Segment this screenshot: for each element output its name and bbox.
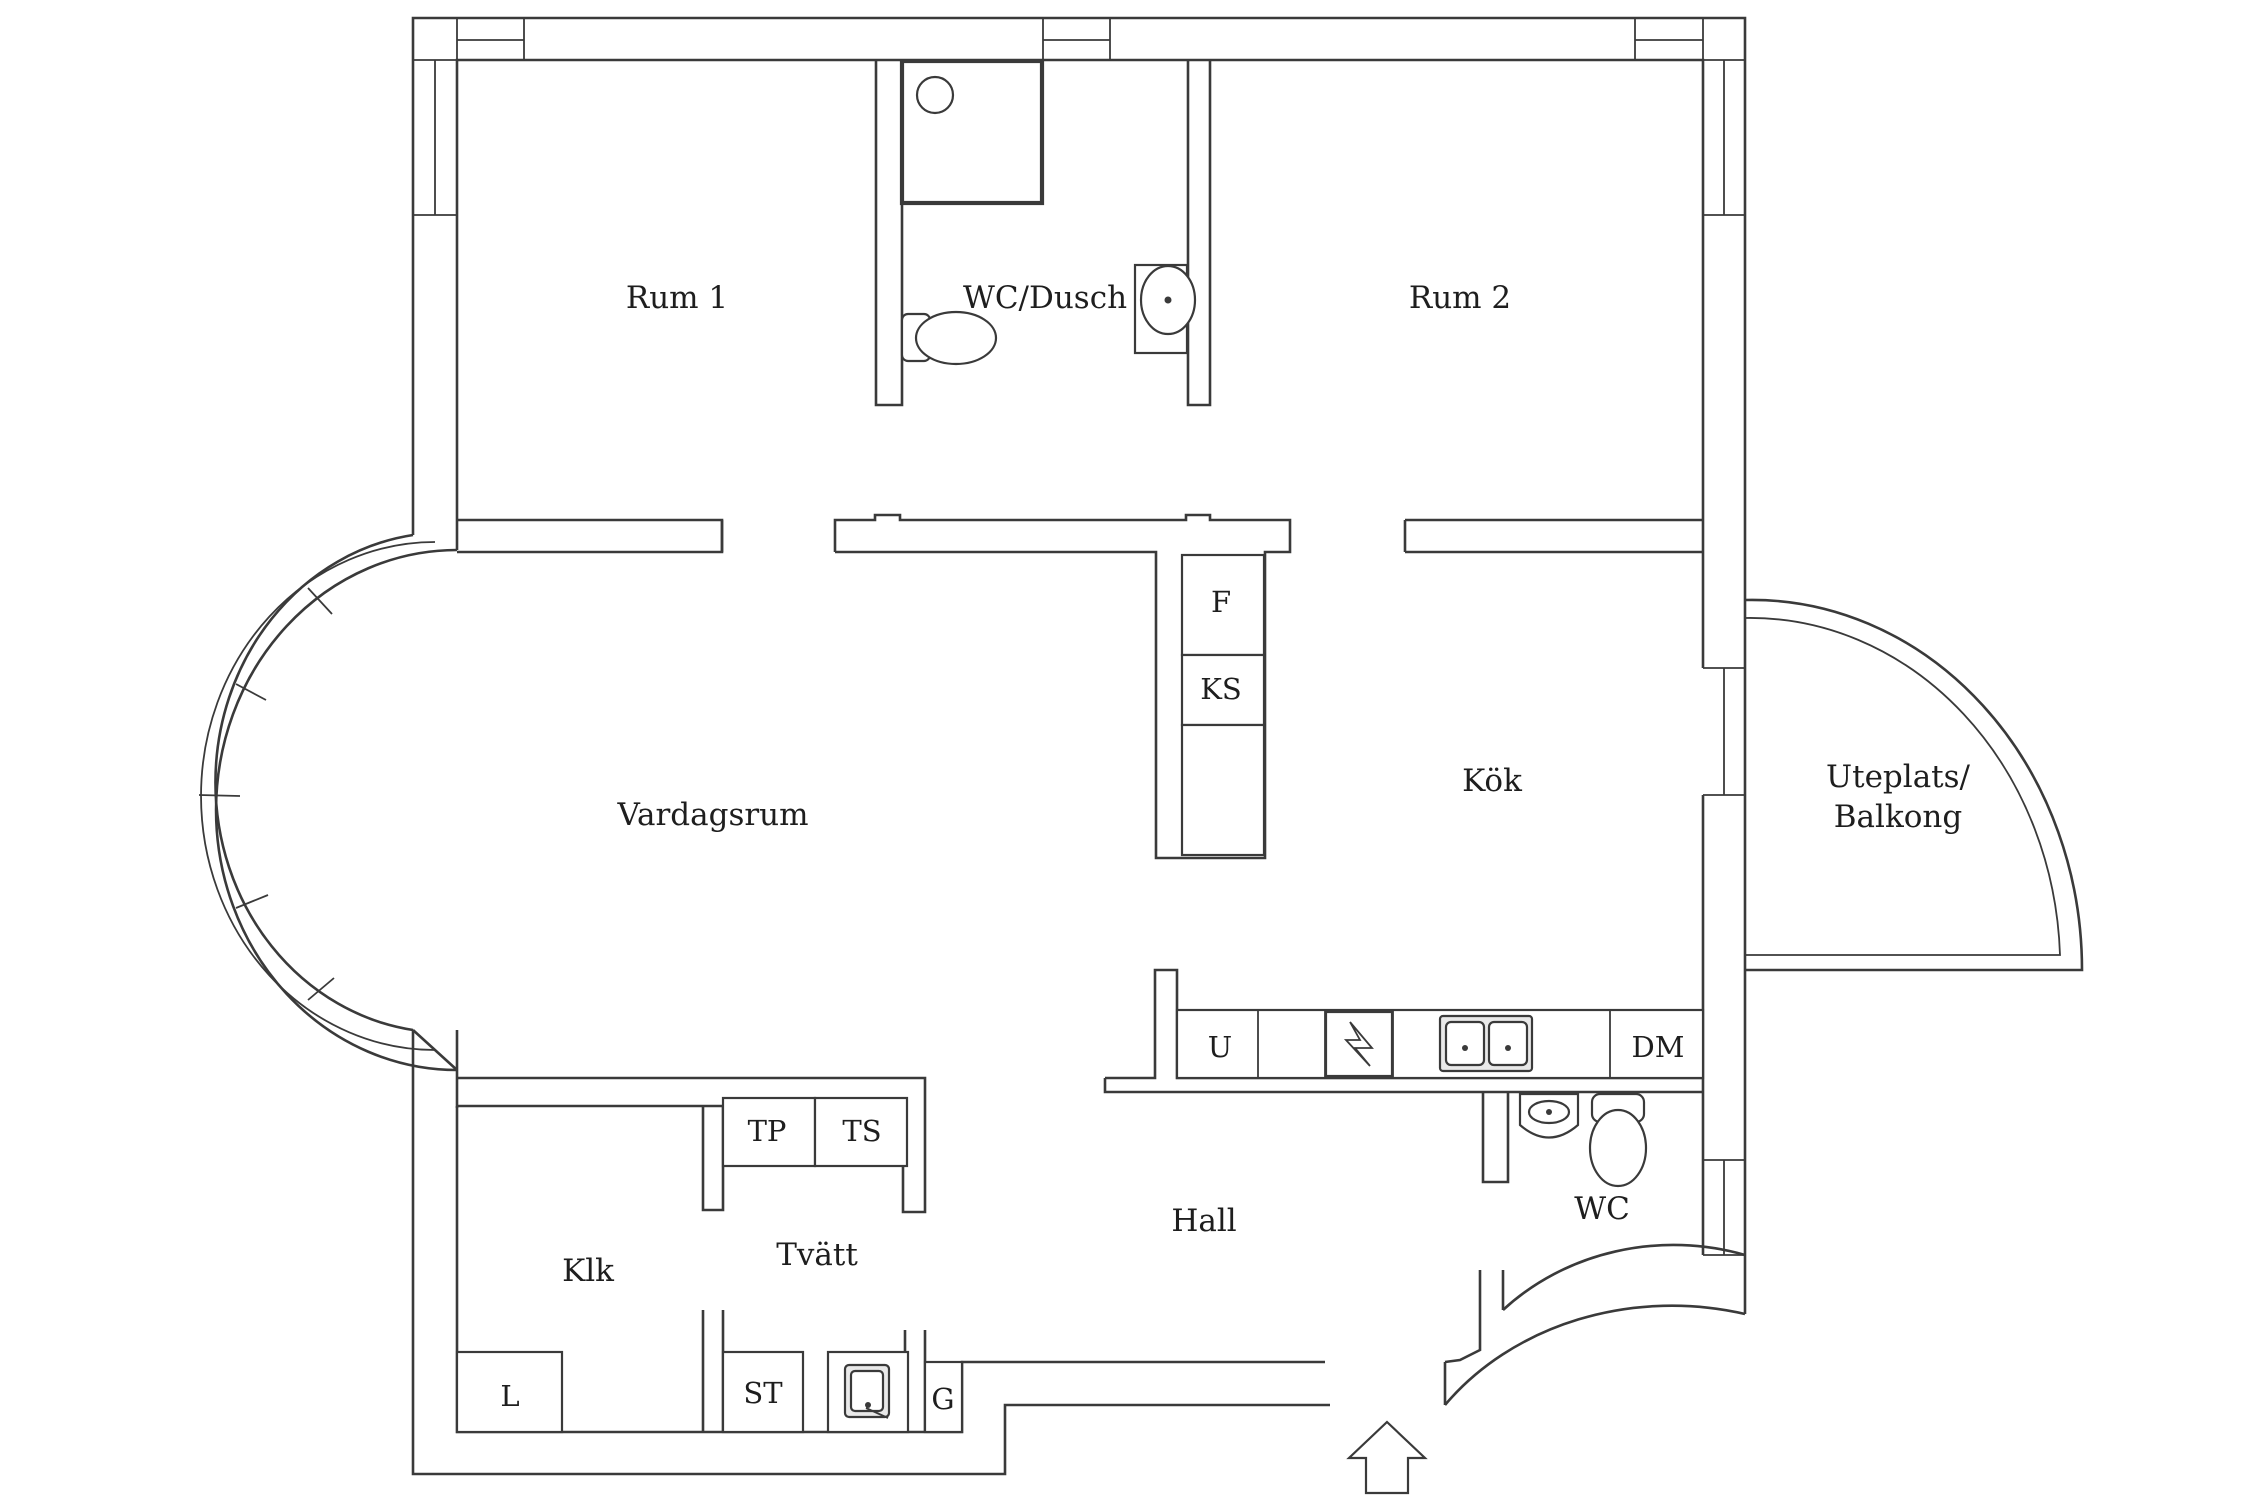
room-labels: Rum 1 WC/Dusch Rum 2 Vardagsrum Kök Utep… — [562, 280, 1970, 1289]
room-label-hall: Hall — [1171, 1203, 1236, 1239]
fixture-label-ks: KS — [1200, 672, 1242, 706]
stove-icon — [1324, 1010, 1394, 1078]
fixture-label-tp: TP — [748, 1114, 787, 1148]
room-label-rum2: Rum 2 — [1409, 280, 1511, 316]
bay-window — [198, 533, 458, 1072]
entrance-arrow-icon — [1346, 1420, 1428, 1495]
room-label-wc: WC — [1574, 1191, 1630, 1227]
room-label-kok: Kök — [1462, 763, 1522, 799]
wc-fixtures — [1518, 1092, 1648, 1188]
toilet-bath — [900, 310, 998, 366]
kitchen-counter — [1175, 1008, 1705, 1080]
fixture-labels: F KS U DM TP TS L ST G — [500, 585, 1684, 1416]
fixture-label-dm: DM — [1632, 1030, 1685, 1064]
fixture-label-g: G — [931, 1382, 954, 1416]
closet — [455, 1350, 564, 1434]
toilet-icon — [914, 310, 998, 366]
washbasin-bath — [1133, 263, 1197, 355]
fixture-label-st: ST — [743, 1376, 783, 1410]
room-label-wc-dusch: WC/Dusch — [963, 280, 1127, 316]
balcony-outline — [1744, 598, 2084, 972]
room-label-tvatt: Tvätt — [776, 1237, 858, 1273]
interior-walls — [455, 60, 1746, 1432]
fixture-label-f: F — [1211, 585, 1231, 619]
fixture-label-u: U — [1208, 1030, 1232, 1064]
toilet-icon — [1588, 1108, 1648, 1188]
room-label-klk: Klk — [562, 1253, 614, 1289]
shower — [899, 60, 1045, 206]
shower-icon — [915, 75, 955, 115]
laundry-appliances — [721, 1096, 964, 1434]
fixture-label-ts: TS — [842, 1114, 881, 1148]
room-label-rum1: Rum 1 — [626, 280, 728, 316]
room-label-balkong: Balkong — [1834, 799, 1962, 835]
fridge-cabinet — [1180, 553, 1266, 857]
room-label-vardagsrum: Vardagsrum — [616, 797, 808, 833]
room-label-uteplats: Uteplats/ — [1826, 759, 1971, 795]
fixture-label-l: L — [500, 1379, 519, 1413]
